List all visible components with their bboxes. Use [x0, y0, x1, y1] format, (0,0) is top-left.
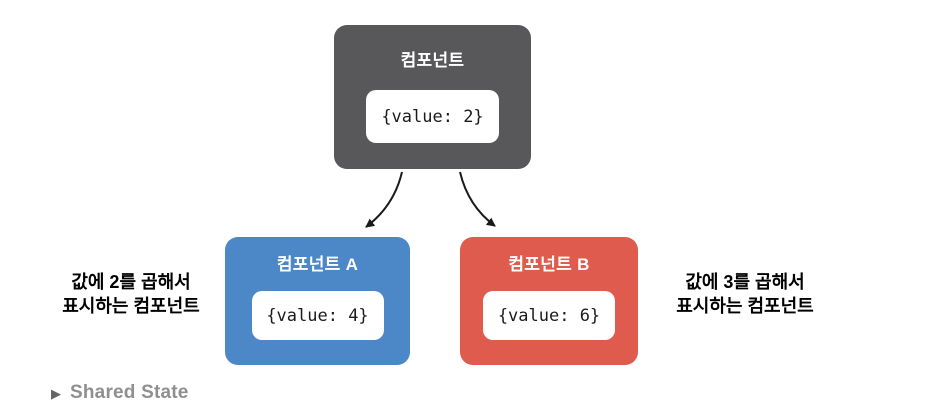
- parent-value-text: {value: 2}: [381, 106, 484, 127]
- shared-state-disclosure[interactable]: ▶ Shared State: [51, 382, 189, 404]
- parent-component-title: 컴포넌트: [400, 51, 465, 70]
- component-b-description-line1: 값에 3를 곱해서: [685, 272, 805, 292]
- component-b-description-line2: 표시하는 컴포넌트: [676, 295, 814, 316]
- parent-component-node: 컴포넌트 {value: 2}: [334, 25, 531, 169]
- component-b-title: 컴포넌트 B: [508, 255, 590, 274]
- component-a-description: 값에 2를 곱해서 표시하는 컴포넌트: [31, 271, 231, 318]
- component-b-description: 값에 3를 곱해서 표시하는 컴포넌트: [650, 271, 840, 318]
- component-a-value-pill: {value: 4}: [251, 291, 384, 340]
- component-a-description-line1: 값에 2를 곱해서: [71, 272, 191, 292]
- component-a-title: 컴포넌트 A: [276, 255, 359, 274]
- shared-state-caption-label: Shared State: [70, 382, 189, 403]
- component-a-node: 컴포넌트 A {value: 4}: [225, 237, 410, 365]
- component-b-node: 컴포넌트 B {value: 6}: [460, 237, 638, 365]
- component-a-value-text: {value: 4}: [266, 305, 369, 326]
- parent-value-pill: {value: 2}: [366, 90, 499, 143]
- arrow-parent-to-child-b: [459, 171, 496, 227]
- component-b-value-pill: {value: 6}: [483, 291, 615, 340]
- disclosure-triangle-icon: ▶: [51, 385, 61, 401]
- arrow-parent-to-child-a: [365, 171, 403, 228]
- component-b-value-text: {value: 6}: [497, 305, 601, 326]
- component-a-description-line2: 표시하는 컴포넌트: [62, 295, 200, 316]
